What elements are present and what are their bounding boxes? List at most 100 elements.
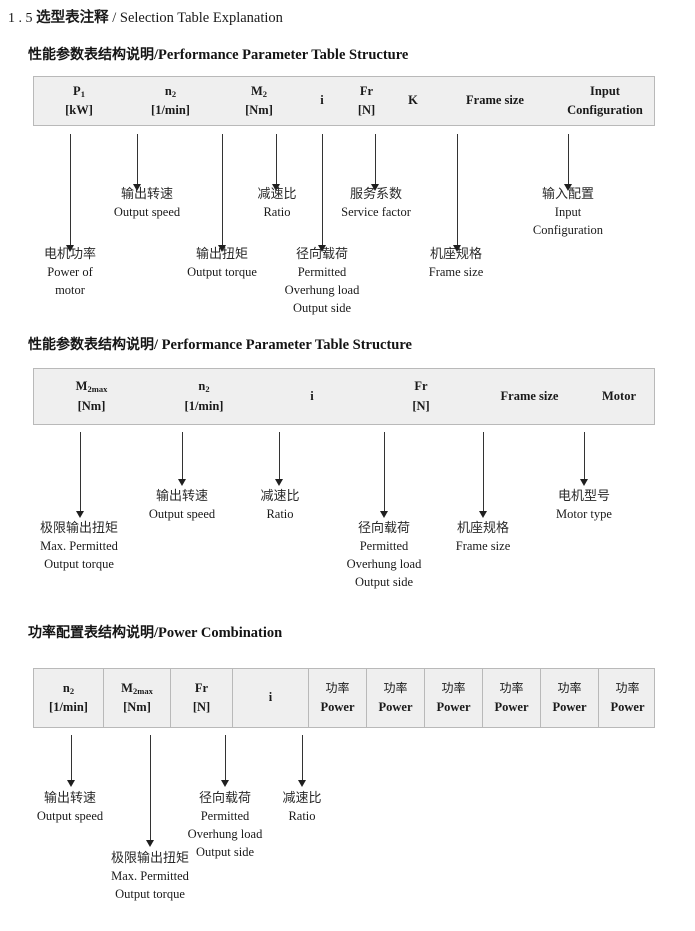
note-ratio: 减速比 Ratio xyxy=(257,186,296,222)
table1-col-k: K xyxy=(390,77,436,125)
table3-col-power-4-cn: 功率 xyxy=(499,681,524,696)
arrow-to-ratio-2 xyxy=(275,432,284,486)
table3-col-fr-unit: [N] xyxy=(192,700,211,714)
section-heading-3-separator: / xyxy=(154,625,159,641)
note-permitted-overhung-load-en-2: Overhung load xyxy=(284,283,360,298)
power-combination-table: n2 [1/min] M2max [Nm] Fr [N] i 功率 Power … xyxy=(33,668,655,728)
section-heading-3-english: Power Combination xyxy=(158,625,283,641)
table1-col-p1: P1 [kW] xyxy=(34,77,124,125)
table3-col-power-2: 功率 Power xyxy=(367,669,425,727)
note-output-torque-en: Output torque xyxy=(187,265,257,280)
note-permitted-overhung-load-3-en-2: Overhung load xyxy=(187,827,263,842)
note-permitted-overhung-load: 径向载荷 Permitted Overhung load Output side xyxy=(285,246,360,318)
page-title-number: 1 . 5 xyxy=(8,11,33,26)
table3-col-power-4-en: Power xyxy=(494,699,529,714)
arrow-to-output-speed-2 xyxy=(178,432,187,486)
arrow-to-frame-size-2 xyxy=(479,432,488,518)
table1-col-input-configuration-line2: Configuration xyxy=(567,103,643,117)
note-permitted-overhung-load-3-cn: 径向载荷 xyxy=(198,791,252,806)
arrow-to-permitted-overhung-load-2 xyxy=(380,432,389,518)
table3-col-power-6: 功率 Power xyxy=(599,669,656,727)
note-permitted-overhung-load-2-cn: 径向载荷 xyxy=(357,521,411,536)
table3-col-power-3-en: Power xyxy=(436,699,471,714)
table3-col-power-5-cn: 功率 xyxy=(557,681,582,696)
table2-col-i-symbol: i xyxy=(310,388,314,403)
note-output-speed-2-cn: 输出转速 xyxy=(155,489,208,504)
arrow-to-max-permitted-output-torque-3 xyxy=(146,735,155,847)
section-heading-1-separator: / xyxy=(154,47,159,63)
note-input-configuration-en-2: Configuration xyxy=(532,223,604,238)
table3-col-power-6-cn: 功率 xyxy=(615,681,640,696)
note-input-configuration-en-1: Input xyxy=(554,205,582,220)
table1-col-i: i xyxy=(301,77,343,125)
arrow-to-ratio xyxy=(272,134,281,191)
table3-col-power-1-cn: 功率 xyxy=(325,681,350,696)
table1-col-p1-symbol: P1 xyxy=(73,83,85,99)
table2-col-motor-symbol: Motor xyxy=(601,388,636,403)
note-permitted-overhung-load-en-3: Output side xyxy=(293,300,351,315)
table3-col-power-2-cn: 功率 xyxy=(383,681,408,696)
note-power-of-motor-en-2: motor xyxy=(55,283,85,298)
table1-col-k-symbol: K xyxy=(408,93,418,108)
table1-col-m2-unit: [Nm] xyxy=(245,103,273,117)
note-output-speed-3-en: Output speed xyxy=(36,809,104,824)
table2-col-m2max-unit: [Nm] xyxy=(77,398,106,413)
section-heading-3: 功率配置表结构说明/Power Combination xyxy=(28,622,282,642)
note-power-of-motor-en-1: Power of xyxy=(47,265,93,280)
table2-col-frame-size-symbol: Frame size xyxy=(500,388,559,403)
arrow-to-output-speed-3 xyxy=(67,735,76,787)
table1-col-input-configuration: Input Configuration xyxy=(554,77,656,125)
note-frame-size-2-cn: 机座规格 xyxy=(456,521,509,536)
table1-col-m2-symbol: M2 xyxy=(250,83,268,99)
section-heading-2-english: Performance Parameter Table Structure xyxy=(161,337,412,353)
table1-col-m2: M2 [Nm] xyxy=(217,77,301,125)
table2-col-motor: Motor xyxy=(582,369,656,424)
table2-col-fr: Fr [N] xyxy=(365,369,477,424)
note-output-speed-2-en: Output speed xyxy=(148,507,216,522)
note-service-factor-cn: 服务系数 xyxy=(349,187,403,202)
table2-col-m2max: M2max [Nm] xyxy=(34,369,149,424)
table2-col-m2max-symbol: M2max xyxy=(75,379,108,395)
note-permitted-overhung-load-3: 径向载荷 Permitted Overhung load Output side xyxy=(188,790,263,862)
table3-col-power-3-cn: 功率 xyxy=(441,681,466,696)
table3-col-m2max-unit: [Nm] xyxy=(123,700,151,714)
arrow-to-ratio-3 xyxy=(298,735,307,787)
note-output-speed-2: 输出转速 Output speed xyxy=(149,488,215,524)
note-frame-size-2: 机座规格 Frame size xyxy=(456,520,511,556)
note-frame-size-en: Frame size xyxy=(428,265,484,280)
note-frame-size: 机座规格 Frame size xyxy=(429,246,484,282)
note-max-permitted-output-torque-en-2: Output torque xyxy=(44,557,114,572)
performance-parameter-table-2: M2max [Nm] n2 [1/min] i Fr [N] Frame siz… xyxy=(33,368,655,425)
table3-col-m2max: M2max [Nm] xyxy=(104,669,171,727)
table1-col-fr-symbol: Fr xyxy=(359,83,374,98)
arrow-to-permitted-overhung-load-3 xyxy=(221,735,230,787)
arrow-to-power-of-motor xyxy=(66,134,75,252)
arrow-to-frame-size xyxy=(453,134,462,252)
note-ratio-3-en: Ratio xyxy=(288,809,316,824)
note-output-speed-cn: 输出转速 xyxy=(120,187,173,202)
arrow-to-output-torque xyxy=(218,134,227,252)
table3-col-power-1-en: Power xyxy=(320,699,355,714)
table3-col-power-1: 功率 Power xyxy=(309,669,367,727)
note-output-torque-cn: 输出扭矩 xyxy=(195,247,249,262)
table1-col-fr-unit: [N] xyxy=(357,103,376,117)
table3-col-i-symbol: i xyxy=(268,690,273,705)
note-motor-type-cn: 电机型号 xyxy=(557,489,610,504)
table3-col-power-4: 功率 Power xyxy=(483,669,541,727)
table2-col-n2: n2 [1/min] xyxy=(149,369,259,424)
note-permitted-overhung-load-2-en-3: Output side xyxy=(355,574,413,589)
table2-col-fr-unit: [N] xyxy=(412,398,430,413)
table3-col-power-5: 功率 Power xyxy=(541,669,599,727)
performance-parameter-table-1: P1 [kW] n2 [1/min] M2 [Nm] i Fr [N] K Fr… xyxy=(33,76,655,126)
note-ratio-cn: 减速比 xyxy=(257,187,297,202)
table3-col-power-3: 功率 Power xyxy=(425,669,483,727)
note-max-permitted-output-torque-cn: 极限输出扭矩 xyxy=(39,521,119,536)
table1-col-frame-size-symbol: Frame size xyxy=(466,93,524,108)
page-title-chinese: 选型表注释 xyxy=(36,10,109,26)
note-max-permitted-output-torque-3-en-2: Output torque xyxy=(115,887,185,902)
table3-col-m2max-symbol: M2max xyxy=(121,680,153,696)
section-heading-1-chinese: 性能参数表结构说明 xyxy=(28,47,154,63)
section-heading-2: 性能参数表结构说明/ Performance Parameter Table S… xyxy=(28,334,412,354)
section-heading-1: 性能参数表结构说明/Performance Parameter Table St… xyxy=(28,44,408,64)
arrow-to-output-speed xyxy=(133,134,142,191)
